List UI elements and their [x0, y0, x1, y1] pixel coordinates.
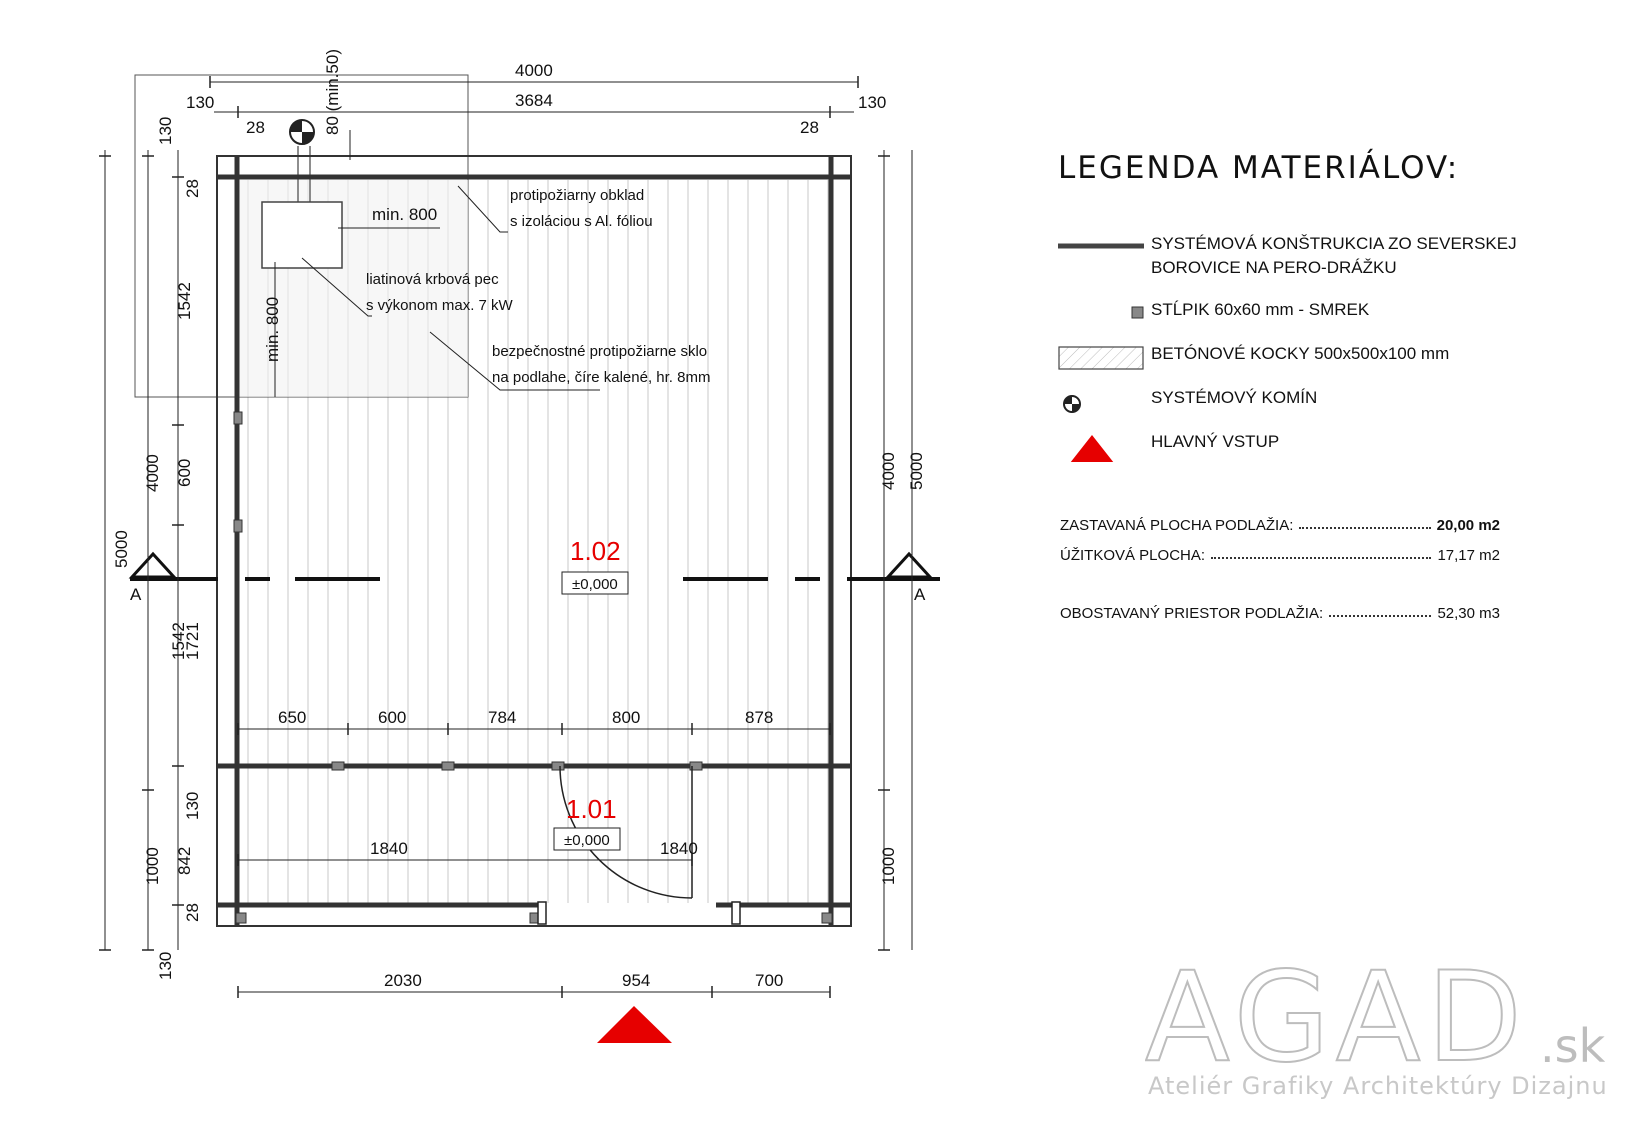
stat-enclosed-volume: OBOSTAVANÝ PRIESTOR PODLAŽIA: 52,30 m3 — [1060, 592, 1500, 622]
dim-left-seg11: 28 — [183, 903, 202, 922]
agad-logo: AGAD .sk — [1145, 950, 1606, 1090]
dim-partition-2: 600 — [378, 708, 406, 727]
legend-item-chimney: SYSTÉMOVÝ KOMÍN — [1058, 386, 1618, 430]
room-1-02: 1.02 ±0,000 — [561, 536, 629, 595]
entrance-triangle-icon — [597, 1006, 672, 1043]
room-number: 1.01 — [566, 794, 617, 824]
area-statistics: ZASTAVANÁ PLOCHA PODLAŽIA: 20,00 m2 ÚŽIT… — [1060, 504, 1500, 622]
note-leaders — [301, 185, 600, 391]
dim-chimney: 80 (min.50) — [323, 49, 342, 135]
section-marker-left: A — [128, 551, 178, 604]
dim-left-seg10: 842 — [175, 847, 194, 875]
legend-item-wall: SYSTÉMOVÁ KONŠTRUKCIA ZO SEVERSKEJ BOROV… — [1058, 232, 1618, 298]
material-legend: LEGENDA MATERIÁLOV: SYSTÉMOVÁ KONŠTRUKCI… — [1058, 150, 1618, 474]
dim-bottom-2: 954 — [622, 971, 650, 990]
logo-tagline: Ateliér Grafiky Architektúry Dizajnu — [1148, 1072, 1608, 1100]
door — [537, 765, 741, 925]
note-stove-2: s výkonom max. 7 kW — [366, 297, 514, 314]
dim-bottom-1: 2030 — [384, 971, 422, 990]
dim-left-overall: 5000 — [112, 530, 131, 568]
dim-top-edge-left: 130 — [186, 93, 214, 112]
stove — [261, 201, 343, 269]
wall-line-icon — [1058, 243, 1144, 249]
dim-partition-4: 800 — [612, 708, 640, 727]
dim-left-seg8: 130 — [183, 792, 202, 820]
dim-left-seg12: 130 — [156, 952, 175, 980]
stat-value: 17,17 m2 — [1437, 547, 1500, 564]
leader-dots — [1329, 615, 1432, 617]
dim-top-small-right: 28 — [800, 118, 819, 137]
posts — [233, 411, 833, 924]
legend-item-post: STĹPIK 60x60 mm - SMREK — [1058, 298, 1618, 342]
legend-chimney-label: SYSTÉMOVÝ KOMÍN — [1151, 388, 1318, 407]
dim-top-edge-right: 130 — [858, 93, 886, 112]
dim-partition-1: 650 — [278, 708, 306, 727]
entrance-triangle-icon — [1070, 435, 1114, 462]
leader-dots — [1299, 527, 1431, 529]
dim-bottom-3: 700 — [755, 971, 783, 990]
svg-text:A: A — [130, 585, 142, 604]
legend-item-entrance: HLAVNÝ VSTUP — [1058, 430, 1618, 474]
dim-left-seg6: 1542 — [169, 622, 188, 660]
dim-top-inner: 3684 — [515, 91, 553, 110]
dimension-ticks — [99, 76, 890, 998]
svg-text:A: A — [914, 585, 926, 604]
dim-left-seg1: 130 — [156, 117, 175, 145]
dim-partition-5: 878 — [745, 708, 773, 727]
chimney-circle-icon — [1063, 395, 1081, 413]
note-glass-1: bezpečnostné protipožiarne sklo — [492, 343, 707, 360]
dim-left-seg4: 4000 — [143, 454, 162, 492]
dim-left-seg9: 1000 — [143, 847, 162, 885]
note-cladding-1: protipožiarny obklad — [510, 187, 644, 204]
dim-lower-left: 1840 — [370, 839, 408, 858]
stat-usable-area: ÚŽITKOVÁ PLOCHA: 17,17 m2 — [1060, 534, 1500, 564]
stove-dim-horizontal: min. 800 — [372, 205, 437, 224]
dim-right-upper: 4000 — [879, 452, 898, 490]
stat-label: OBOSTAVANÝ PRIESTOR PODLAŽIA: — [1060, 605, 1324, 622]
dim-partition-3: 784 — [488, 708, 516, 727]
dim-left-seg5: 600 — [175, 459, 194, 487]
room-number: 1.02 — [570, 536, 621, 566]
note-stove-1: liatinová krbová pec — [366, 271, 499, 288]
dim-top-small-left: 28 — [246, 118, 265, 137]
logo-suffix: .sk — [1540, 1019, 1606, 1073]
dim-right-lower: 1000 — [879, 847, 898, 885]
hatch-box-icon — [1058, 346, 1144, 370]
dim-right-overall: 5000 — [907, 452, 926, 490]
post-square-icon — [1131, 306, 1144, 319]
leader-dots — [1211, 557, 1432, 559]
chimney-symbol — [289, 119, 315, 145]
stat-value: 52,30 m3 — [1437, 605, 1500, 622]
dim-left-seg3: 1542 — [175, 282, 194, 320]
room-level: ±0,000 — [564, 832, 610, 849]
section-marker-right: A — [884, 551, 934, 604]
stove-dim-vertical: min. 800 — [263, 297, 282, 362]
legend-post-label: STĹPIK 60x60 mm - SMREK — [1151, 300, 1370, 319]
floor-plan: A A 4000 3684 — [99, 49, 940, 1043]
stat-built-area: ZASTAVANÁ PLOCHA PODLAŽIA: 20,00 m2 — [1060, 504, 1500, 534]
legend-wall-line-2: BOROVICE NA PERO-DRÁŽKU — [1151, 258, 1397, 277]
dimension-lines — [104, 81, 913, 993]
legend-item-concrete: BETÓNOVÉ KOCKY 500x500x100 mm — [1058, 342, 1618, 386]
note-cladding-2: s izoláciou s Al. fóliou — [510, 213, 653, 230]
dim-left-seg7: 1721 — [183, 622, 202, 660]
legend-title: LEGENDA MATERIÁLOV: — [1058, 150, 1460, 186]
dim-lower-right: 1840 — [660, 839, 698, 858]
stat-label: ZASTAVANÁ PLOCHA PODLAŽIA: — [1060, 517, 1294, 534]
room-1-01: 1.01 ±0,000 — [553, 794, 621, 851]
walls — [216, 155, 852, 927]
stat-label: ÚŽITKOVÁ PLOCHA: — [1060, 547, 1206, 564]
legend-entrance-label: HLAVNÝ VSTUP — [1151, 432, 1280, 451]
dim-left-seg2: 28 — [183, 179, 202, 198]
stat-value: 20,00 m2 — [1436, 517, 1500, 534]
room-level: ±0,000 — [572, 576, 618, 593]
legend-concrete-label: BETÓNOVÉ KOCKY 500x500x100 mm — [1151, 344, 1450, 363]
dim-top-overall: 4000 — [515, 61, 553, 80]
note-glass-2: na podlahe, číre kalené, hr. 8mm — [492, 369, 710, 386]
logo-mark: AGAD — [1145, 950, 1528, 1090]
legend-wall-line-1: SYSTÉMOVÁ KONŠTRUKCIA ZO SEVERSKEJ — [1151, 234, 1517, 253]
